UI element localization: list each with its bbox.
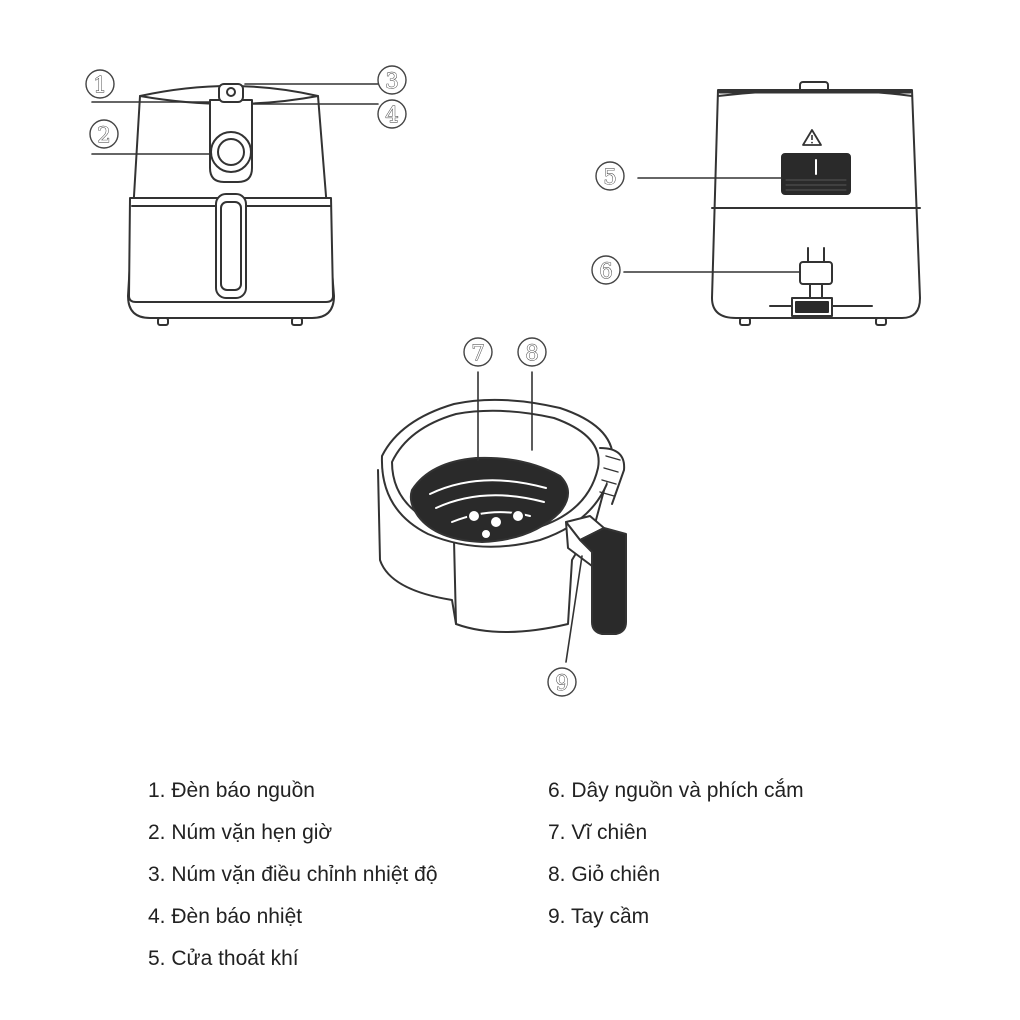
air-fryer-diagram: 1 2 3 4 5 6 7 8 9 xyxy=(85,65,921,697)
callout-6: 6 xyxy=(599,259,612,283)
back-view xyxy=(623,81,921,326)
legend-right-column: 6. Dây nguồn và phích cắm 7. Vĩ chiên 8.… xyxy=(548,770,804,938)
callout-2: 2 xyxy=(97,123,110,147)
basket-handle xyxy=(565,515,627,635)
power-plug xyxy=(769,247,873,317)
legend-item-7: 7. Vĩ chiên xyxy=(548,821,648,844)
callout-circle-3 xyxy=(377,65,407,95)
legend-item-6: 6. Dây nguồn và phích cắm xyxy=(548,779,804,802)
callout-3: 3 xyxy=(385,69,398,93)
callout-circle-5 xyxy=(595,161,625,191)
legend-item-5: 5. Cửa thoát khí xyxy=(148,947,299,970)
legend-item-2: 2. Núm vặn hẹn giờ xyxy=(148,821,333,844)
warning-triangle-icon xyxy=(802,129,822,146)
basket-view xyxy=(377,371,627,663)
callout-9: 9 xyxy=(555,671,568,695)
legend-item-3: 3. Núm vặn điều chỉnh nhiệt độ xyxy=(148,863,438,886)
callout-circle-8 xyxy=(517,337,547,367)
callout-7: 7 xyxy=(471,341,484,365)
frying-rack xyxy=(409,456,569,543)
callout-circle-9 xyxy=(547,667,577,697)
callout-4: 4 xyxy=(385,103,398,127)
legend-item-1: 1. Đèn báo nguồn xyxy=(148,779,315,802)
callout-circle-7 xyxy=(463,337,493,367)
callout-circle-4 xyxy=(377,99,407,129)
legend-item-9: 9. Tay cầm xyxy=(548,905,650,928)
legend-left-column: 1. Đèn báo nguồn 2. Núm vặn hẹn giờ 3. N… xyxy=(148,770,438,980)
legend-item-4: 4. Đèn báo nhiệt xyxy=(148,905,303,928)
callout-circle-6 xyxy=(591,255,621,285)
legend-item-8: 8. Giỏ chiên xyxy=(548,863,661,886)
callout-5: 5 xyxy=(603,165,616,189)
front-view xyxy=(91,83,379,326)
callout-circle-2 xyxy=(89,119,119,149)
callout-circle-1 xyxy=(85,69,115,99)
callout-1: 1 xyxy=(93,73,106,97)
callout-8: 8 xyxy=(525,341,538,365)
